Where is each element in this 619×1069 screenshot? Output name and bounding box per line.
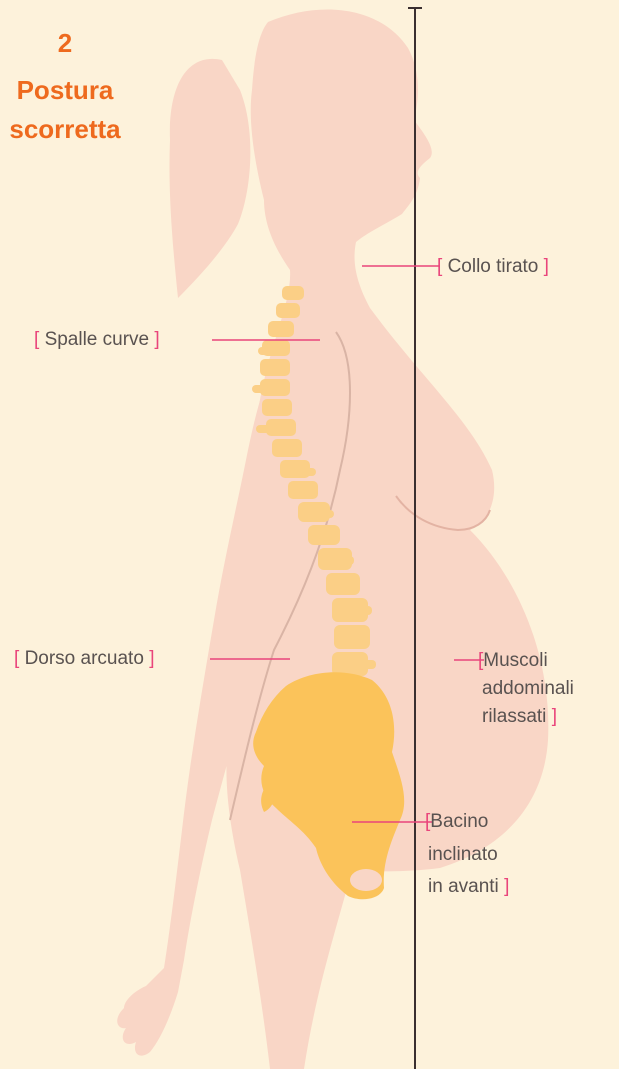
label-collo-tirato: [ Collo tirato ] (437, 255, 549, 279)
pelvis-hole (350, 869, 382, 891)
label-dorso-arcuato: [ Dorso arcuato ] (14, 647, 154, 671)
label-muscoli-line3: rilassati ] (482, 705, 557, 729)
label-muscoli-line1: [Muscoli (478, 649, 548, 673)
diagram-title-line1: Postura (0, 73, 130, 107)
diagram-number: 2 (0, 26, 130, 60)
label-muscoli-line2: addominali (482, 677, 574, 701)
label-bacino-line1: [Bacino (425, 810, 488, 834)
diagram-title-line2: scorretta (0, 112, 130, 146)
label-bacino-line2: inclinato (428, 843, 498, 867)
ponytail (169, 59, 250, 298)
label-bacino-line3: in avanti ] (428, 875, 509, 899)
label-spalle-curve: [ Spalle curve ] (34, 328, 160, 352)
